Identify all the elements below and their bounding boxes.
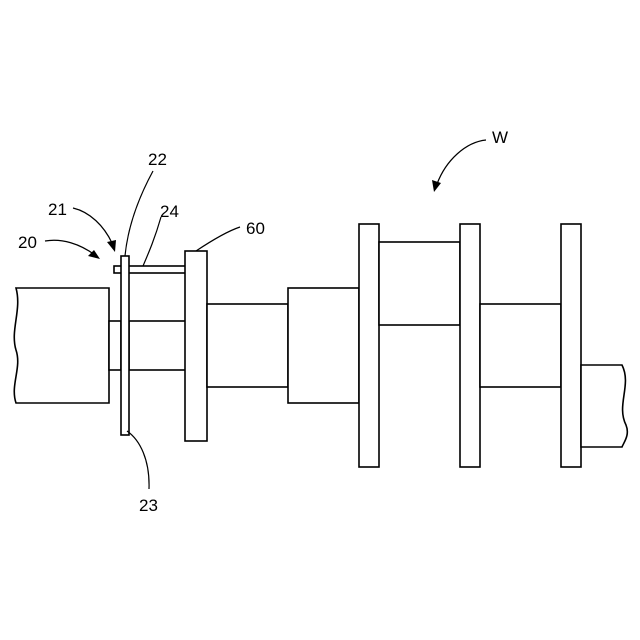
ref-label-60: 60 bbox=[246, 219, 265, 238]
crank-pin bbox=[379, 242, 460, 325]
flange-60 bbox=[185, 251, 207, 441]
ref-label-20: 20 bbox=[18, 233, 37, 252]
ref-label-23: 23 bbox=[139, 496, 158, 515]
main-journal-1 bbox=[207, 304, 288, 387]
ref-label-21: 21 bbox=[48, 200, 67, 219]
leader-W bbox=[437, 140, 486, 184]
leader-60 bbox=[196, 227, 240, 251]
central-hub bbox=[288, 288, 359, 403]
leader-22 bbox=[125, 171, 153, 256]
right-shaft-end bbox=[581, 365, 627, 447]
front-journal bbox=[129, 321, 186, 370]
leader-21 bbox=[73, 208, 112, 243]
leader-20 bbox=[45, 240, 95, 255]
crank-web-1 bbox=[359, 224, 379, 467]
crank-web-2 bbox=[460, 224, 480, 467]
left-shaft-end bbox=[14, 288, 109, 403]
leader-23 bbox=[127, 431, 149, 489]
leader-24 bbox=[143, 217, 161, 266]
shaft-neck-left bbox=[109, 321, 121, 370]
arrowhead-21 bbox=[107, 240, 116, 252]
ref-label-22: 22 bbox=[148, 150, 167, 169]
crank-web-3 bbox=[561, 224, 581, 467]
ref-label-24: 24 bbox=[160, 202, 179, 221]
main-journal-2 bbox=[480, 304, 561, 387]
ref-label-W: W bbox=[492, 128, 508, 147]
arrowhead-W bbox=[432, 180, 441, 192]
plate-23 bbox=[121, 256, 129, 435]
